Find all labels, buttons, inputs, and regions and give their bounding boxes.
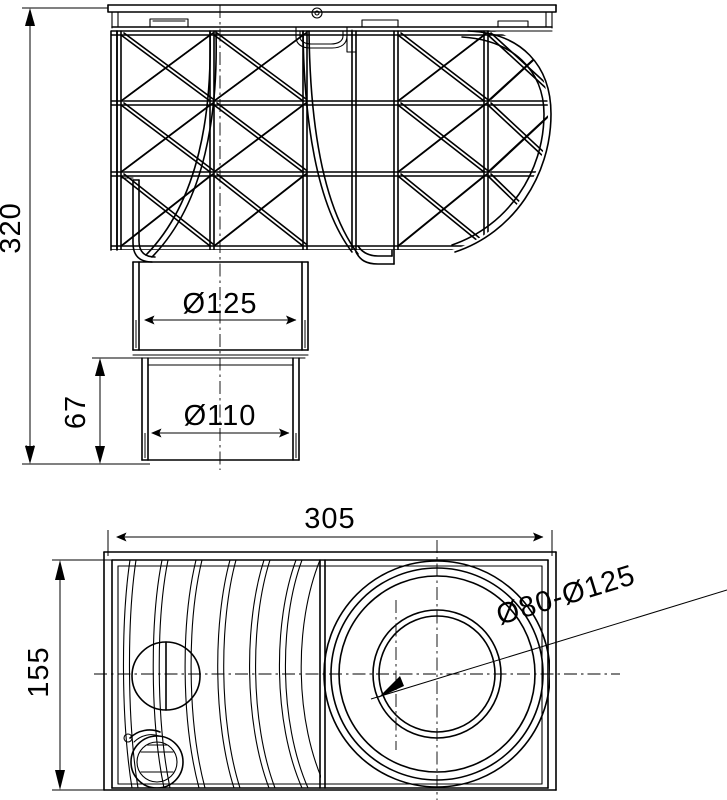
dimension-value-d110: Ø110 <box>184 400 257 432</box>
dimension-bowl-diameter: Ø125 <box>135 288 306 348</box>
dimension-value-67: 67 <box>60 395 92 429</box>
dimension-value-d125: Ø125 <box>183 288 258 320</box>
dimension-value-320: 320 <box>0 202 27 253</box>
dimension-value-305: 305 <box>304 503 355 535</box>
elevation-view: 320 67 Ø125 Ø110 <box>0 4 557 470</box>
dimension-height-total: 320 <box>0 7 150 465</box>
bowl-cylinder-125 <box>132 261 309 359</box>
plan-curved-ribs <box>122 560 321 788</box>
outlet-spigot-110 <box>141 357 300 461</box>
dimension-outlet-diameter: Ø110 <box>144 400 297 458</box>
dimension-value-155: 155 <box>23 646 55 697</box>
dimension-plan-width: 305 <box>107 503 553 556</box>
dimension-socket-depth: 67 <box>60 357 142 465</box>
dimension-plan-height: 155 <box>23 559 112 791</box>
